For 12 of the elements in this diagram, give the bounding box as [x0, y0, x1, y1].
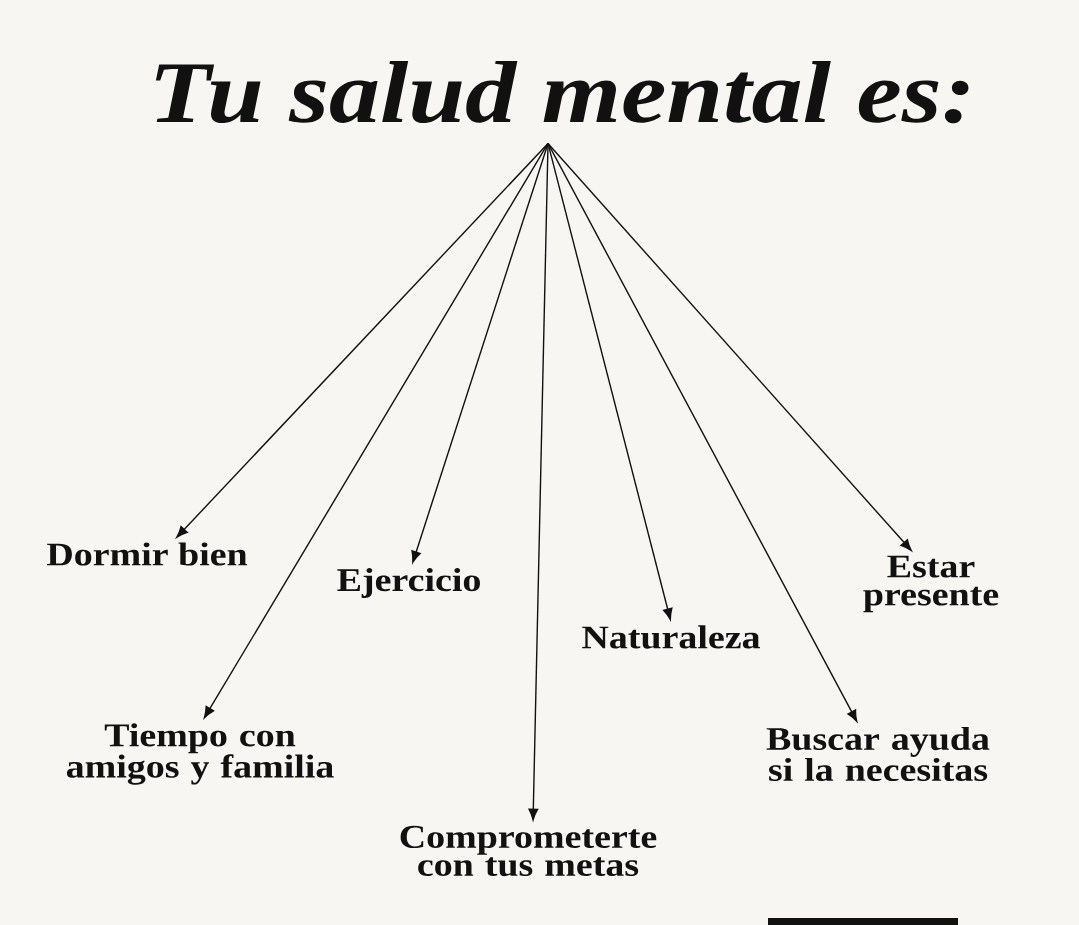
item-label: Estar presente: [863, 555, 999, 613]
arrow: [203, 142, 549, 719]
item-label: Naturaleza: [582, 625, 760, 649]
item-label: Comprometerte con tus metas: [400, 825, 657, 877]
item-label: Tiempo con amigos y familia: [66, 723, 334, 785]
item-label: Dormir bien: [47, 542, 248, 566]
title: Tu salud mental es:: [155, 60, 969, 124]
arrow: [547, 142, 912, 552]
item-label: Ejercicio: [337, 568, 480, 598]
arrow: [176, 142, 549, 538]
item-label: Buscar ayuda si la necesitas: [766, 726, 990, 782]
arrow: [547, 142, 858, 722]
